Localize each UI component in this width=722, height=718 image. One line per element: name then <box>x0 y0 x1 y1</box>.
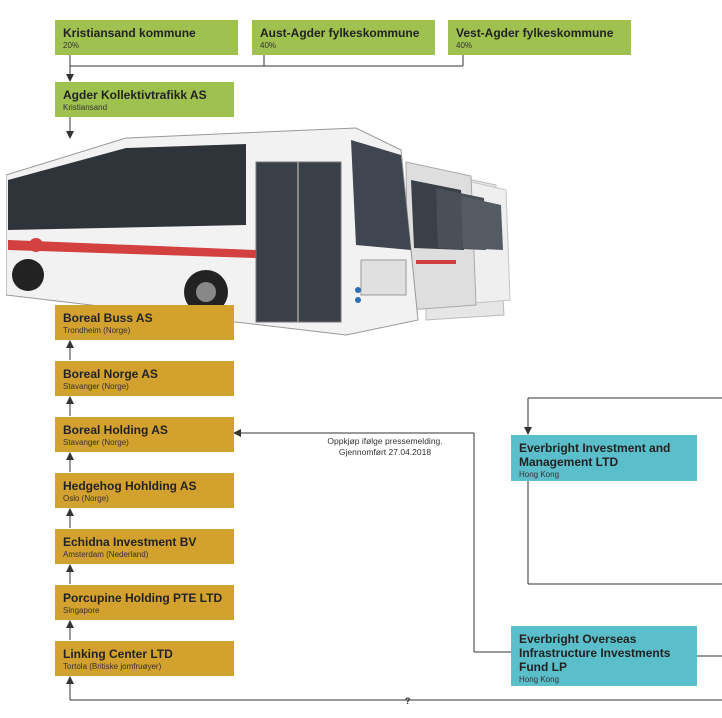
company-box-hedgehog: Hedgehog Hohlding AS Oslo (Norge) <box>55 473 234 508</box>
note-line: Oppkjøp ifølge pressemelding. <box>327 436 443 446</box>
company-place: Hong Kong <box>519 470 560 479</box>
owner-name: Vest-Agder fylkeskommune <box>456 26 614 40</box>
owner-name: Kristiansand kommune <box>63 26 196 40</box>
everbright-fund-box: Everbright Overseas Infrastructure Inves… <box>511 626 697 686</box>
company-name: Everbright Overseas Infrastructure Inves… <box>519 632 671 674</box>
company-name: Porcupine Holding PTE LTD <box>63 591 223 605</box>
company-place: Amsterdam (Nederland) <box>63 550 149 559</box>
company-box-boreal-norge: Boreal Norge AS Stavanger (Norge) <box>55 361 234 396</box>
owner-share: 40% <box>456 41 473 50</box>
company-box-boreal-buss: Boreal Buss AS Trondheim (Norge) <box>55 305 234 340</box>
owner-name: Aust-Agder fylkeskommune <box>260 26 420 40</box>
owner-share: 20% <box>63 41 80 50</box>
company-box-boreal-holding: Boreal Holding AS Stavanger (Norge) <box>55 417 234 452</box>
company-place: Stavanger (Norge) <box>63 382 129 391</box>
company-place: Tortola (Britiske jomfruøyer) <box>63 662 162 671</box>
unknown-link-label: ? <box>405 696 411 706</box>
company-place: Trondheim (Norge) <box>63 326 131 335</box>
akt-box: Agder Kollektivtrafikk AS Kristiansand <box>55 82 234 117</box>
bus-row <box>405 161 511 321</box>
company-place: Stavanger (Norge) <box>63 438 129 447</box>
acquisition-note: Oppkjøp ifølge pressemelding. Gjennomfør… <box>310 436 460 458</box>
owner-box-vest-agder: Vest-Agder fylkeskommune 40% <box>448 20 631 55</box>
company-name: Boreal Norge AS <box>63 367 158 381</box>
owner-box-aust-agder: Aust-Agder fylkeskommune 40% <box>252 20 435 55</box>
company-place: Oslo (Norge) <box>63 494 109 503</box>
company-place: Kristiansand <box>63 103 108 112</box>
company-name: Boreal Buss AS <box>63 311 153 325</box>
company-name: Echidna Investment BV <box>63 535 197 549</box>
owner-share: 40% <box>260 41 277 50</box>
company-name: Linking Center LTD <box>63 647 173 661</box>
company-name: Agder Kollektivtrafikk AS <box>63 88 207 102</box>
note-line: Gjennomført 27.04.2018 <box>338 447 432 457</box>
company-name: Boreal Holding AS <box>63 423 168 437</box>
company-name: Everbright Investment and Management LTD <box>519 441 671 469</box>
owner-box-kristiansand: Kristiansand kommune 20% <box>55 20 238 55</box>
company-name: Hedgehog Hohlding AS <box>63 479 197 493</box>
company-box-echidna: Echidna Investment BV Amsterdam (Nederla… <box>55 529 234 564</box>
everbright-im-box: Everbright Investment and Management LTD… <box>511 435 697 481</box>
company-box-linking-center: Linking Center LTD Tortola (Britiske jom… <box>55 641 234 676</box>
company-place: Hong Kong <box>519 675 560 684</box>
company-box-porcupine: Porcupine Holding PTE LTD Singapore <box>55 585 234 620</box>
bus-photo <box>6 127 511 336</box>
company-place: Singapore <box>63 606 100 615</box>
